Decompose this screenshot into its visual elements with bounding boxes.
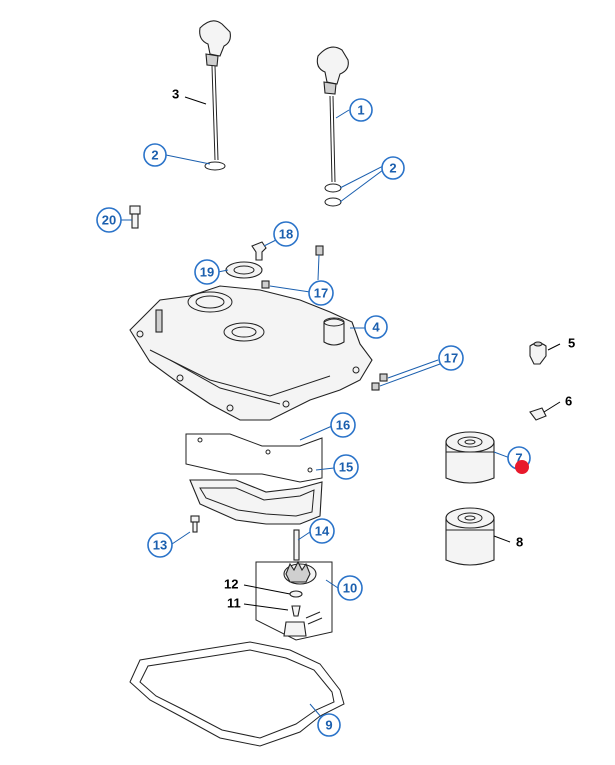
timing-cover-housing[interactable] [129,285,373,421]
plug-17-right[interactable] [371,373,388,391]
callout-13-label: 13 [153,538,167,553]
oil-filter-8[interactable] [445,507,495,566]
switch-6[interactable] [529,407,547,421]
callout-10-label: 10 [343,581,357,596]
callout-16[interactable]: 16 [330,412,356,438]
callout-5-label: 5 [568,336,575,351]
callout-18[interactable]: 18 [273,221,299,247]
gasket-16[interactable] [185,433,323,483]
callout-8[interactable]: 8 [516,535,523,550]
oil-filter-7[interactable] [445,431,495,484]
dipstick-right[interactable] [316,46,349,207]
callout-4-label: 4 [372,320,380,335]
callout-17-right-label: 17 [444,351,458,366]
callout-9[interactable]: 9 [317,713,341,737]
sensor-5[interactable] [529,341,547,365]
callout-16-label: 16 [336,418,350,433]
callout-2-left[interactable]: 2 [143,143,167,167]
leader-lines [120,96,561,719]
bolt-13[interactable] [190,515,200,533]
callout-15[interactable]: 15 [333,454,359,480]
callout-6[interactable]: 6 [565,394,572,409]
callout-10[interactable]: 10 [337,575,363,601]
callout-20-label: 20 [102,213,116,228]
callout-9-label: 9 [325,718,332,733]
callout-2-right-label: 2 [389,161,396,176]
callout-17-upper[interactable]: 17 [308,280,334,306]
callout-17-upper-label: 17 [314,286,328,301]
callout-8-label: 8 [516,535,523,550]
callout-14-label: 14 [315,524,330,539]
callout-13[interactable]: 13 [147,532,173,558]
callout-2-left-label: 2 [151,148,158,163]
callout-1-label: 1 [357,103,364,118]
callout-6-label: 6 [565,394,572,409]
bolt-20[interactable] [129,205,141,229]
callout-14[interactable]: 14 [309,518,335,544]
callout-17-right[interactable]: 17 [438,345,464,371]
highlight-marker-dot-icon [515,460,529,474]
seal-19[interactable] [225,261,263,279]
callout-4[interactable]: 4 [364,315,388,339]
callout-18-label: 18 [279,227,293,242]
callout-7-label: 7 [515,451,522,466]
dipstick-left[interactable] [199,20,231,171]
callout-12[interactable]: 12 [224,577,238,592]
pin-14[interactable] [293,529,300,561]
callout-12-label: 12 [224,577,238,592]
oil-pan-gasket-15[interactable] [189,479,323,525]
plug-17-upper[interactable] [261,245,324,289]
callout-2-right[interactable]: 2 [381,156,405,180]
callout-11[interactable]: 11 [227,596,241,611]
callout-3-label: 3 [172,87,179,102]
callout-19[interactable]: 19 [194,259,220,285]
oil-pan-gasket-9[interactable] [129,641,345,747]
callout-3[interactable]: 3 [172,87,179,102]
callout-15-label: 15 [339,460,353,475]
elbow-fitting-18[interactable] [251,241,267,261]
oil-pump-assembly-10[interactable] [255,560,333,641]
callout-19-label: 19 [200,265,214,280]
callout-5[interactable]: 5 [568,336,575,351]
callout-20[interactable]: 20 [96,207,122,233]
callout-11-label: 11 [227,596,241,611]
callout-1[interactable]: 1 [349,98,373,122]
